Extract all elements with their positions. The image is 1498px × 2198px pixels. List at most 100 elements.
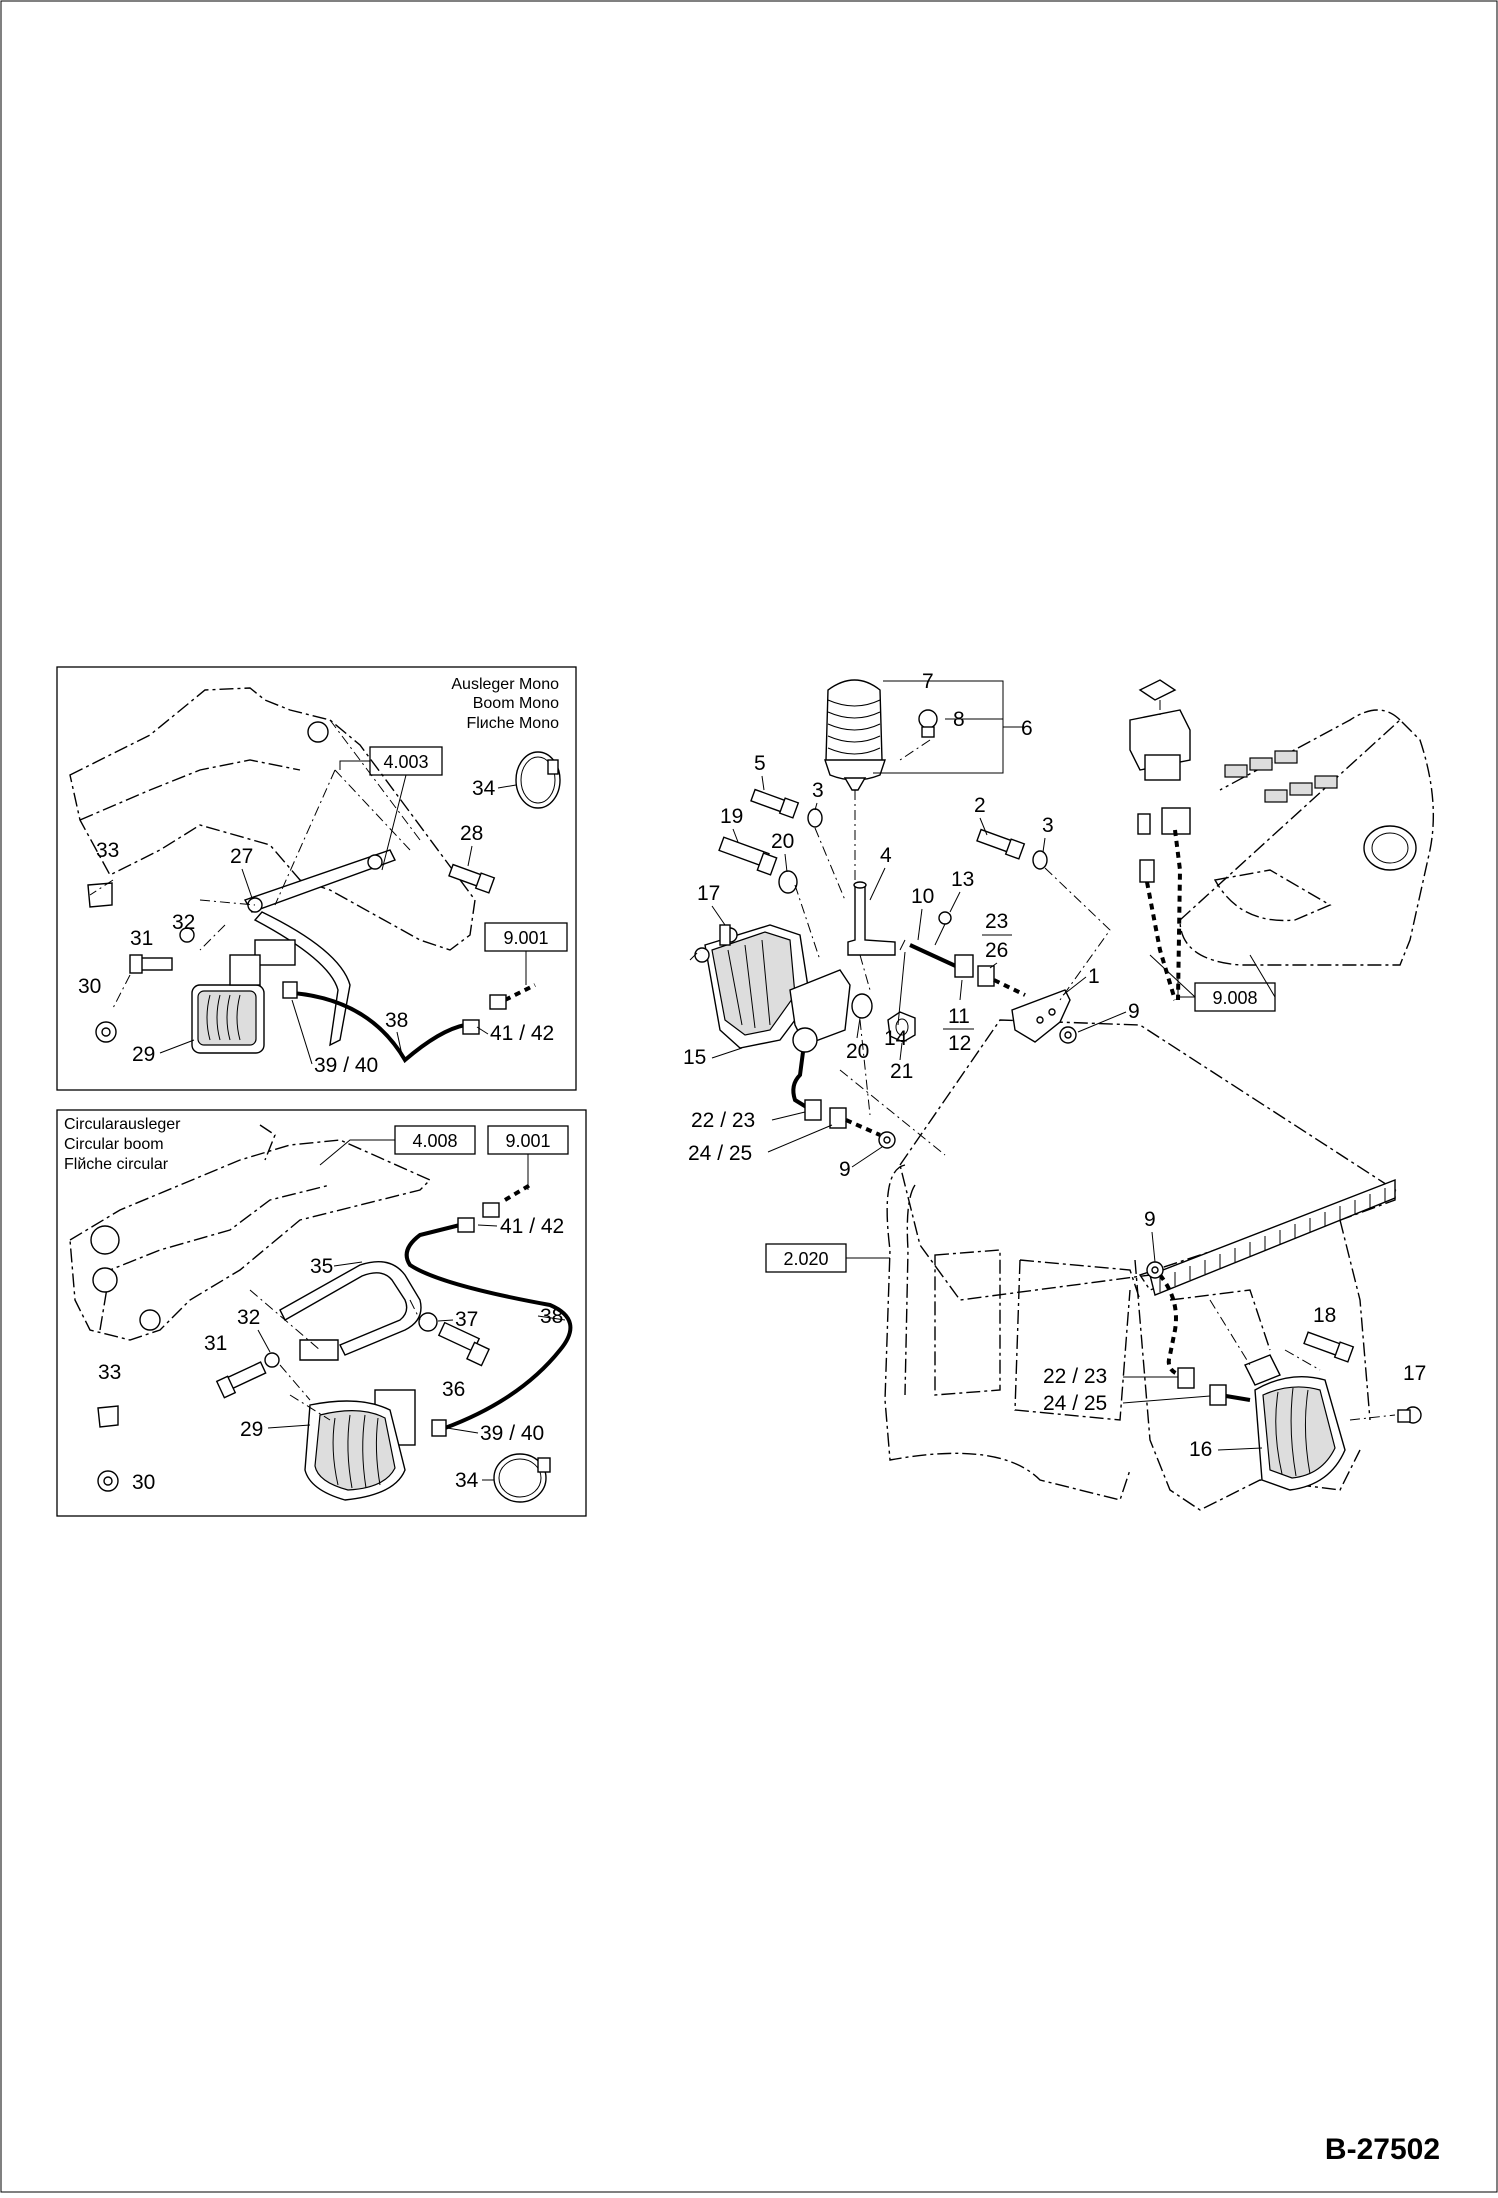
circular-plug-39-40	[431, 1419, 447, 1437]
circular-washer-32	[264, 1352, 280, 1368]
circular-clamp-34	[493, 1453, 551, 1503]
label-8: 8	[953, 708, 965, 731]
circular-plug-41-42	[457, 1217, 475, 1233]
mono-sleeve-33	[87, 882, 113, 908]
circular-guard-35	[279, 1261, 422, 1356]
cab-roof-edge	[1149, 1178, 1396, 1296]
washer-3-right	[1032, 850, 1048, 870]
inset-mono-boom: Ausleger Mono Boom Mono Flиche Mono	[56, 666, 577, 1091]
label-23: 23	[985, 910, 1008, 933]
circular-ref-4-008: 4.008	[412, 1131, 457, 1151]
circular-label-30: 30	[132, 1471, 155, 1494]
beacon-bulb-8	[918, 709, 938, 738]
mono-label-31: 31	[130, 927, 153, 950]
mono-clamp-34	[515, 751, 561, 809]
mono-plug-39-40	[282, 981, 298, 999]
cable-ring-13	[934, 911, 952, 946]
mono-plug-41-42	[462, 1019, 480, 1035]
group-bracket-6	[873, 680, 1025, 774]
circular-nut-30	[97, 1470, 119, 1492]
screw-5	[750, 788, 800, 819]
mono-ref-4-003-leader	[339, 760, 407, 871]
washer-20-lower	[851, 993, 873, 1019]
label-14: 14	[884, 1027, 908, 1050]
console-switch-panel	[1224, 750, 1338, 803]
circular-label-38: 38	[540, 1305, 563, 1328]
plug-24-25	[829, 1107, 847, 1129]
nut-21	[887, 1011, 916, 1043]
main-assembly: 9.008 2.020 7 8 6 5 3 19 20 4 2 3 17 10 …	[683, 670, 1435, 1511]
circular-guard-foot	[299, 1339, 339, 1361]
mono-ref-9-001: 9.001	[503, 928, 548, 948]
circular-sleeve-33	[97, 1405, 119, 1428]
circular-cable-continuation	[503, 1183, 532, 1202]
inset-circular-boom: Circularausleger Circular boom Flйche ci…	[56, 1109, 587, 1517]
circular-work-lamp-29	[304, 1400, 406, 1501]
circular-label-32: 32	[237, 1306, 260, 1329]
mono-label-33: 33	[96, 839, 119, 862]
mono-screw-28	[448, 863, 496, 894]
inset-circular-caption-en: Circular boom	[64, 1136, 164, 1153]
label-16: 16	[1189, 1438, 1212, 1461]
bulb-17-left	[694, 924, 738, 963]
circular-boom-pivot	[90, 1225, 120, 1255]
control-console	[1179, 709, 1435, 966]
label-26: 26	[985, 939, 1008, 962]
label-5: 5	[754, 752, 766, 775]
circular-label-36: 36	[442, 1378, 465, 1401]
rotating-beacon-7	[824, 679, 886, 880]
circular-boom-tip	[259, 1124, 276, 1161]
label-4: 4	[880, 844, 892, 867]
label-11: 11	[948, 1005, 970, 1028]
cable-10-continuation	[993, 978, 1026, 997]
mono-bracket-plate	[254, 939, 296, 966]
circular-label-39-40: 39 / 40	[480, 1422, 544, 1445]
rocker-switch	[1129, 679, 1191, 781]
circular-boom-pivot-2	[92, 1267, 118, 1293]
circular-screw-36	[437, 1321, 490, 1367]
circular-screw-31	[215, 1361, 267, 1399]
mono-label-32: 32	[172, 911, 195, 934]
mono-boom-top-edge	[79, 759, 301, 821]
work-lamp-16	[1244, 1354, 1346, 1491]
mono-boom-pivot	[307, 721, 329, 743]
circular-label-41-42: 41 / 42	[500, 1215, 564, 1238]
mono-label-41-42: 41 / 42	[490, 1022, 554, 1045]
inset-circular-caption-fr: Flйche circular	[64, 1156, 169, 1173]
label-12: 12	[948, 1032, 971, 1055]
beacon-mount-4	[847, 884, 896, 956]
label-13: 13	[951, 868, 974, 891]
label-20-lower: 20	[846, 1040, 869, 1063]
ref-9-008: 9.008	[1212, 988, 1257, 1008]
nut-9-upper	[1059, 1026, 1077, 1044]
label-17-right: 17	[1403, 1362, 1426, 1385]
mono-nut-30	[95, 1021, 117, 1043]
mono-label-29: 29	[132, 1043, 155, 1066]
circular-label-31: 31	[204, 1332, 227, 1355]
label-6: 6	[1021, 717, 1033, 740]
connector-23-26	[977, 965, 995, 987]
circular-washer-37	[418, 1312, 438, 1332]
label-24-25-right: 24 / 25	[1043, 1392, 1107, 1415]
circular-boom-outline	[69, 1139, 432, 1341]
nut-9-left	[878, 1131, 896, 1149]
mono-boom-outline	[69, 687, 476, 951]
label-3-right: 3	[1042, 814, 1054, 837]
console-connector	[1137, 807, 1191, 883]
circular-cable-38	[404, 1223, 573, 1430]
lamp-16-cable-upper	[1158, 1273, 1181, 1377]
inset-mono-caption-en: Boom Mono	[473, 695, 559, 712]
connector-11-12	[954, 954, 974, 978]
mono-label-39-40: 39 / 40	[314, 1054, 378, 1077]
label-18: 18	[1313, 1304, 1336, 1327]
inset-mono-frame	[56, 666, 577, 1091]
lamp-15-cable-continuation	[845, 1118, 881, 1137]
circular-label-33: 33	[98, 1361, 121, 1384]
inset-circular-caption-de: Circularausleger	[64, 1116, 181, 1133]
circular-label-34: 34	[455, 1469, 479, 1492]
plug-22-23-right	[1177, 1367, 1195, 1389]
console-cable	[1145, 829, 1183, 1001]
inset-mono-caption-de: Ausleger Mono	[451, 676, 559, 693]
